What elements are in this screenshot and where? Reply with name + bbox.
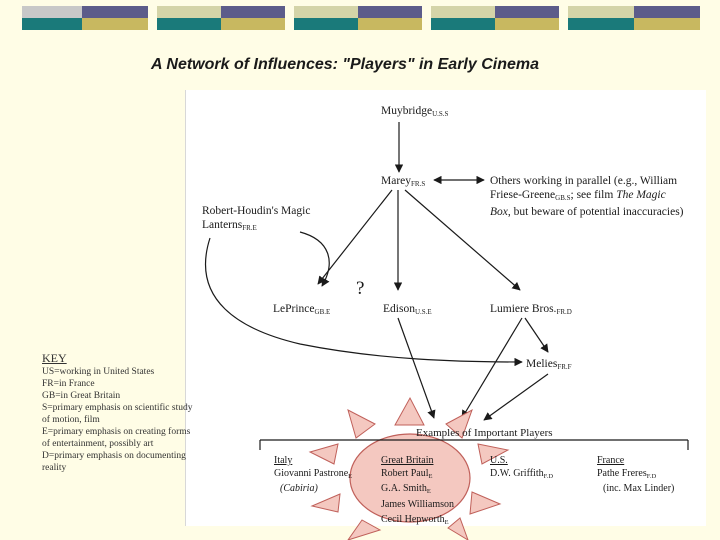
band-block [294, 18, 358, 30]
arrow-houdin-melies [204, 237, 523, 367]
gb-person: James Williamson [381, 498, 455, 510]
gb-person-sub: E [426, 488, 431, 495]
leprince-name: LePrince [273, 303, 315, 315]
france-note: (inc. Max Linder) [603, 483, 675, 494]
others-film-title-2: Box [490, 206, 508, 218]
band-block [82, 18, 148, 30]
arrow-lumiere-examples [461, 317, 523, 419]
arrow-edison-examples [397, 317, 436, 419]
gb-person: Cecil Hepworth [381, 514, 445, 525]
node-edison: EdisonU.S.E [383, 302, 432, 319]
band-block [221, 18, 285, 30]
band-block [431, 6, 495, 18]
lumiere-name: Lumiere Bros. [490, 303, 557, 315]
others-film-title-1: The Magic [616, 189, 666, 201]
header-band [0, 6, 720, 34]
band-block [634, 18, 700, 30]
key-line: E=primary emphasis on creating forms [42, 427, 191, 437]
band-block [495, 18, 559, 30]
band-block [568, 18, 634, 30]
others-line2a: Friese-Greene [490, 189, 556, 201]
examples-title: Examples of Important Players [416, 427, 553, 439]
melies-sub: FR.F [557, 363, 572, 371]
arrow-lumiere-melies [524, 317, 549, 353]
italy-person: Giovanni Pastrone [274, 467, 349, 479]
band-block [22, 18, 82, 30]
band-block [431, 18, 495, 30]
gb-person-sub: E [444, 519, 449, 526]
band-block [294, 6, 358, 18]
sun-circle [349, 433, 471, 523]
edison-sub: U.S.E [414, 308, 432, 316]
node-houdin: Robert-Houdin's Magic LanternsFR.E [202, 204, 310, 235]
houdin-line1: Robert-Houdin's Magic [202, 205, 311, 217]
node-others: Others working in parallel (e.g., Willia… [490, 174, 684, 219]
others-line2-sub: GB.S [555, 194, 571, 202]
italy-heading: Italy [274, 455, 293, 466]
muybridge-name: Muybridge [381, 105, 433, 117]
arrow-houdin-leprince [299, 231, 330, 287]
key-line: FR=in France [42, 379, 95, 389]
band-block [22, 6, 82, 18]
melies-name: Melies [526, 358, 558, 370]
band-block [221, 6, 285, 18]
region-france: France Pathe FreresF.D (inc. Max Linder) [597, 455, 674, 496]
france-company-sub: F.D [646, 472, 657, 480]
band-block [495, 6, 559, 18]
band-block [358, 6, 422, 18]
band-block [634, 6, 700, 18]
region-us: U.S. D.W. GriffithF.D [490, 455, 553, 483]
key-line: reality [42, 463, 67, 473]
band-block [157, 6, 221, 18]
node-melies: MeliesFR.F [526, 357, 572, 374]
marey-name: Marey [381, 175, 412, 187]
key-line: GB=in Great Britain [42, 391, 121, 401]
node-muybridge: MuybridgeU.S.S [381, 104, 448, 121]
france-company: Pathe Freres [597, 467, 647, 479]
key-line: of entertainment, possibly art [42, 439, 154, 449]
node-leprince: LePrinceGB.E [273, 302, 330, 319]
arrow-melies-examples [483, 373, 549, 421]
muybridge-sub: U.S.S [432, 110, 449, 118]
legend-key: KEY US=working in United States FR=in Fr… [42, 352, 217, 474]
node-marey: MareyFR.S [381, 174, 425, 191]
leprince-sub: GB.E [314, 308, 331, 316]
italy-person-sub: E [348, 472, 353, 480]
region-great-britain: Great Britain Robert PaulE G.A. SmithE J… [381, 455, 454, 530]
lumiere-sub: FR.D [556, 308, 572, 316]
others-line1: Others working in parallel (e.g., Willia… [490, 175, 678, 187]
band-block [157, 18, 221, 30]
key-title: KEY [42, 351, 67, 365]
us-heading: U.S. [490, 455, 508, 466]
region-italy: Italy Giovanni PastroneE (Cabiria) [274, 455, 352, 496]
houdin-line2: Lanterns [202, 219, 243, 231]
others-line3b: , but beware of potential inaccuracies) [507, 206, 684, 218]
arrow-marey-leprince [317, 189, 393, 285]
france-heading: France [597, 455, 625, 466]
key-line: D=primary emphasis on documenting [42, 451, 186, 461]
us-person: D.W. Griffith [490, 467, 544, 479]
italy-film: (Cabiria) [280, 483, 318, 494]
gb-person: G.A. Smith [381, 483, 427, 494]
arrow-marey-lumiere [404, 189, 521, 291]
band-block [358, 18, 422, 30]
houdin-sub: FR.E [242, 224, 257, 232]
band-block [82, 6, 148, 18]
band-block [568, 6, 634, 18]
key-line: US=working in United States [42, 367, 155, 377]
edison-name: Edison [383, 303, 415, 315]
gb-person-sub: E [428, 472, 433, 480]
slide-title: A Network of Influences: "Players" in Ea… [150, 56, 540, 73]
key-line: S=primary emphasis on scientific study [42, 403, 193, 413]
others-line2b: ; see film [570, 189, 617, 201]
node-lumiere: Lumiere Bros.FR.D [490, 302, 572, 319]
sun-rays [308, 396, 510, 540]
gb-heading: Great Britain [381, 455, 434, 466]
gb-person: Robert Paul [381, 467, 429, 479]
question-mark: ? [356, 278, 365, 299]
us-person-sub: F.D [543, 472, 554, 480]
key-line: of motion, film [42, 415, 100, 425]
marey-sub: FR.S [411, 180, 426, 188]
